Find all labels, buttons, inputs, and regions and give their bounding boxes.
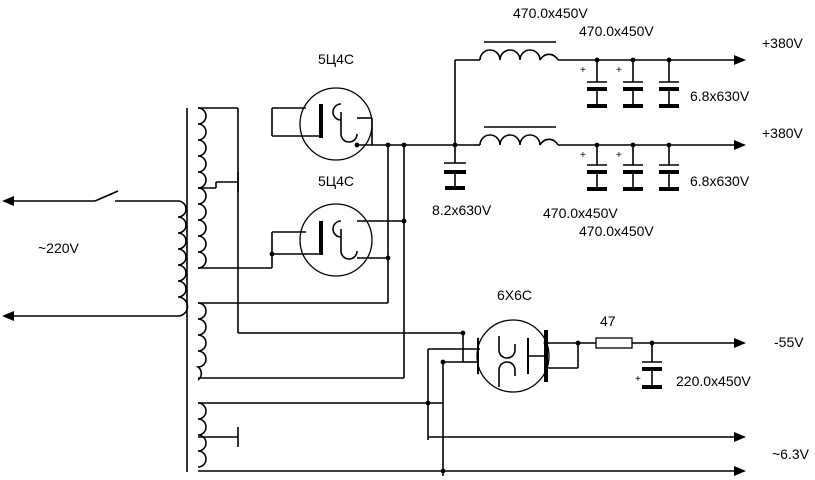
- hv-secondary-wiring: [198, 107, 463, 379]
- rectifier-tube-top: 5Ц4С: [271, 51, 474, 161]
- bias-heater-wiring: [427, 348, 500, 476]
- svg-text:+: +: [616, 150, 622, 161]
- middle-choke: [479, 134, 559, 146]
- heater-output-label: ~6.3V: [772, 446, 810, 462]
- middle-cap-3-label: 6.8x630V: [690, 173, 750, 189]
- bias-rectifier-tube: 6Х6С: [460, 287, 581, 393]
- rectifier-buses: [385, 142, 407, 378]
- top-cap-2-label: 470.0x450V: [579, 23, 654, 39]
- heater-winding-6v3: [197, 402, 207, 468]
- resistor-47: [595, 337, 633, 349]
- primary-winding: [177, 200, 189, 317]
- svg-text:+: +: [580, 150, 586, 161]
- bias-rectifier-label: 6Х6С: [497, 287, 532, 303]
- top-cap-2: +: [616, 57, 643, 108]
- middle-cap-2-label: 470.0x450V: [579, 223, 654, 239]
- bias-output-label: -55V: [774, 334, 804, 350]
- input-cap-label: 8.2x630V: [432, 202, 492, 218]
- top-cap-1: +: [580, 57, 607, 108]
- top-cap-3: [659, 57, 679, 108]
- top-cap-3-label: 6.8x630V: [690, 88, 750, 104]
- middle-output-branch: + + 6.8x630V 470.0x450V 470.0x450V +380V: [474, 125, 804, 239]
- rectifier-top-label: 5Ц4С: [318, 51, 354, 67]
- svg-text:+: +: [616, 65, 622, 76]
- top-output-branch: + + 470.0x450V 470.0x450V 6.8x630V +380V: [455, 5, 804, 108]
- middle-cap-2: +: [616, 142, 643, 191]
- middle-cap-1: +: [580, 142, 607, 191]
- svg-text:+: +: [635, 374, 641, 385]
- rectifier-bottom-label: 5Ц4С: [318, 173, 354, 189]
- middle-output-label: +380V: [762, 125, 804, 141]
- top-choke: [479, 49, 559, 61]
- top-cap-1-label: 470.0x450V: [513, 5, 588, 21]
- rectifier-heater-winding: [195, 302, 207, 381]
- bias-cap-label: 220.0x450V: [676, 373, 751, 389]
- mains-input: ~220V: [2, 190, 178, 321]
- input-filter-capacitor: 8.2x630V: [432, 60, 492, 218]
- bias-output-branch: 47 + 220.0x450V -55V: [578, 313, 804, 389]
- heater-output-branch: ~6.3V: [198, 400, 810, 476]
- svg-text:+: +: [580, 65, 586, 76]
- resistor-label: 47: [600, 313, 616, 329]
- mains-switch: [94, 190, 119, 202]
- power-transformer: [177, 107, 207, 472]
- mains-voltage-label: ~220V: [38, 240, 80, 256]
- rectifier-tube-bottom: 5Ц4С: [269, 173, 404, 277]
- middle-cap-1-label: 470.0x450V: [543, 205, 618, 221]
- top-output-label: +380V: [762, 35, 804, 51]
- middle-cap-3: [659, 142, 679, 191]
- bias-cap: +: [635, 340, 662, 389]
